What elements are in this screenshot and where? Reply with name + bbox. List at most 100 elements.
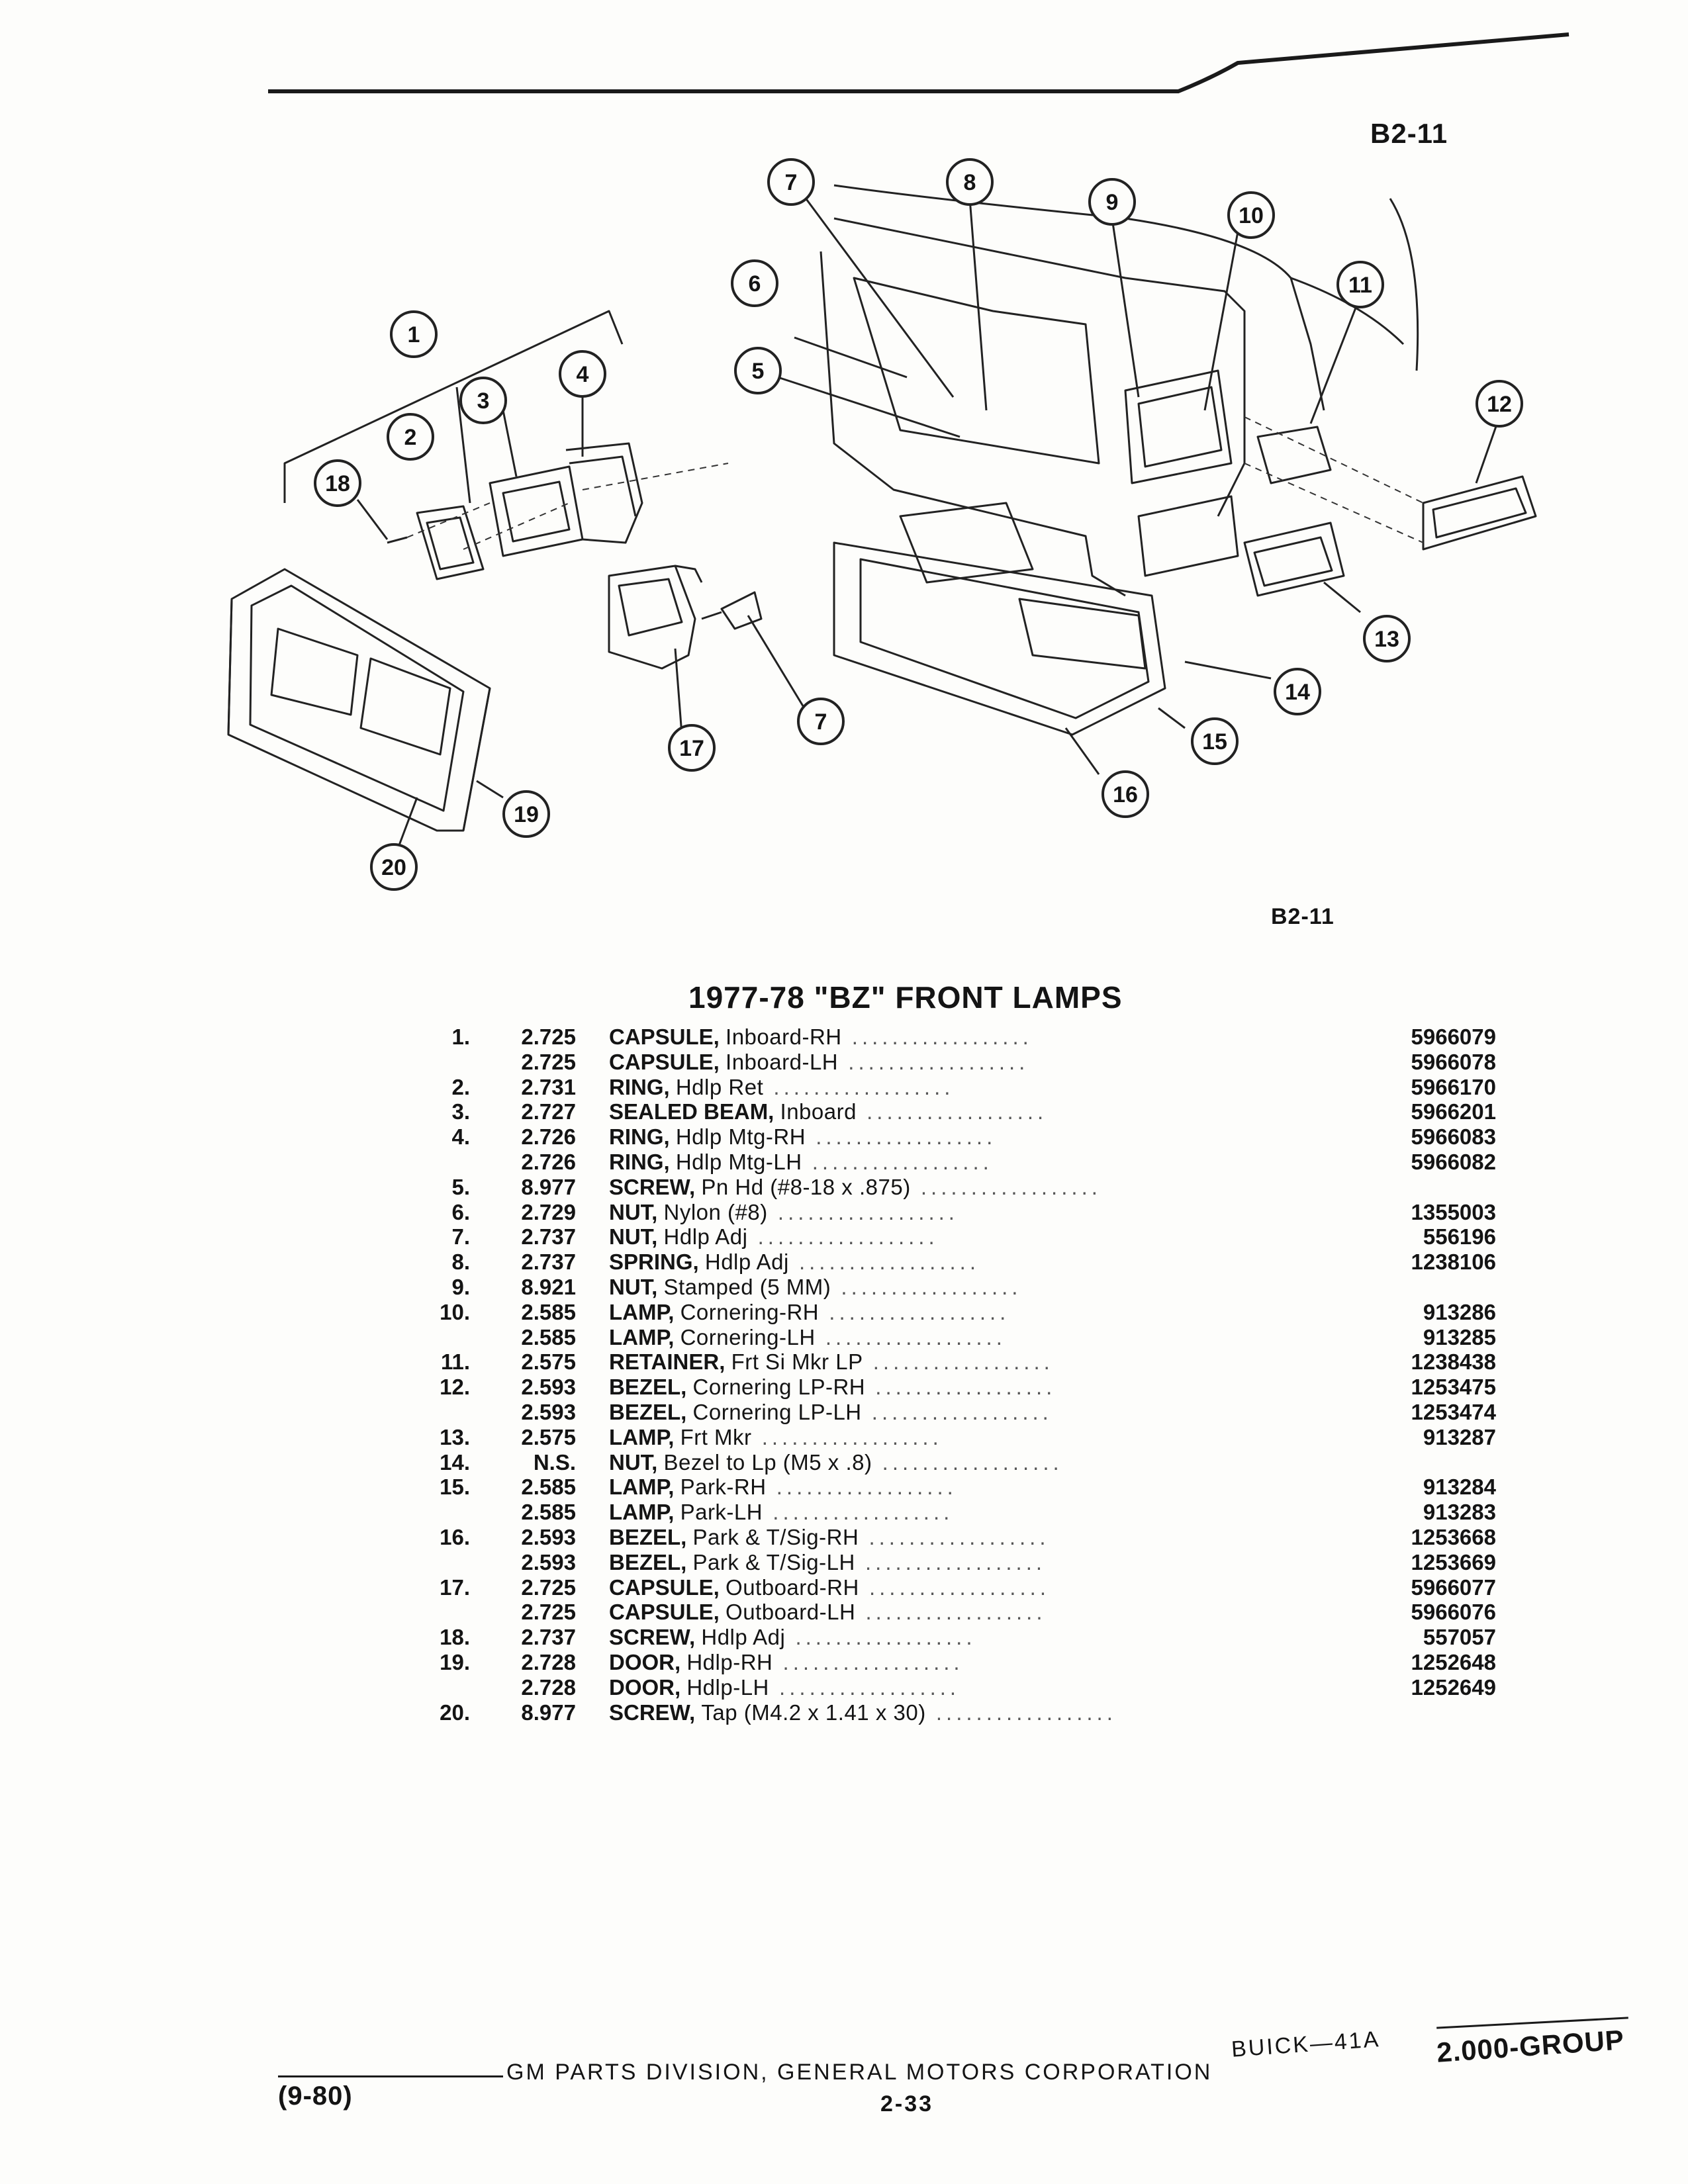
outboard-capsule (608, 565, 703, 670)
headlamp-door (227, 568, 491, 832)
part-detail: Cornering LP-RH (692, 1375, 866, 1400)
callout-number: 16 (1113, 782, 1138, 807)
part-catalog-number: 1253475 (1411, 1375, 1496, 1400)
leader-dots: .................. (859, 1524, 1050, 1549)
part-description: CAPSULE, Inboard-LH .................. (609, 1050, 1029, 1075)
part-group-code: 2.585 (521, 1324, 576, 1349)
part-group-code: 2.737 (521, 1250, 576, 1275)
part-catalog-number: 1238106 (1411, 1250, 1496, 1275)
leader-dots: .................. (767, 1199, 959, 1224)
callout-number: 4 (577, 362, 589, 387)
leader-dots: .................. (788, 1250, 980, 1275)
part-detail: Park-LH (680, 1500, 763, 1525)
part-group-code: 2.728 (521, 1649, 576, 1674)
callout-number: 7 (815, 709, 827, 735)
leader-dots: .................. (861, 1399, 1053, 1424)
leader-dots: .................. (855, 1600, 1047, 1625)
part-number-index: 9. (451, 1274, 470, 1299)
part-detail: Frt Si Mkr LP (731, 1349, 863, 1375)
part-number-index: 12. (440, 1375, 470, 1400)
part-name: NUT, (609, 1274, 658, 1299)
part-name: DOOR, (609, 1674, 681, 1700)
part-group-code: 2.585 (521, 1500, 576, 1525)
part-group-code: 2.725 (521, 1600, 576, 1625)
footer-rule-left (278, 2075, 503, 2077)
part-description: NUT, Bezel to Lp (M5 x .8) .............… (609, 1450, 1063, 1475)
part-group-code: 2.725 (521, 1049, 576, 1074)
part-name: LAMP, (609, 1500, 675, 1525)
part-number-index: 6. (451, 1199, 470, 1224)
part-name: LAMP, (609, 1475, 675, 1500)
part-name: RING, (609, 1074, 670, 1099)
part-group-code: 2.585 (521, 1475, 576, 1500)
part-name: LAMP, (609, 1424, 675, 1449)
part-detail: Hdlp Mtg-LH (675, 1149, 802, 1174)
part-description: SCREW, Pn Hd (#8-18 x .875) ............… (609, 1175, 1102, 1200)
part-name: SPRING, (609, 1250, 699, 1275)
callout-number: 9 (1106, 190, 1119, 215)
section-title: 1977-78 "BZ" FRONT LAMPS (688, 980, 1123, 1015)
callout-markers (314, 158, 1523, 891)
part-number-index: 2. (451, 1074, 470, 1099)
part-catalog-number: 5966170 (1411, 1074, 1496, 1099)
part-description: BEZEL, Cornering LP-RH .................… (609, 1375, 1056, 1400)
callout-number: 1 (408, 322, 420, 347)
front-end-body (820, 184, 1419, 597)
part-description: BEZEL, Cornering LP-LH .................… (609, 1400, 1053, 1425)
leader-dots: .................. (863, 1349, 1054, 1375)
part-description: RING, Hdlp Ret .................. (609, 1075, 954, 1100)
leader-dots: .................. (856, 1099, 1048, 1124)
part-name: CAPSULE, (609, 1574, 720, 1600)
leader-dots: .................. (838, 1049, 1029, 1074)
part-detail: Outboard-RH (726, 1574, 859, 1600)
part-number-index: 5. (451, 1174, 470, 1199)
callout-number: 10 (1239, 203, 1264, 228)
part-name: SCREW, (609, 1174, 696, 1199)
part-row: 2.593 BEZEL, Cornering LP-LH ............… (424, 1399, 1496, 1425)
footer-date: (9-80) (278, 2081, 353, 2111)
part-description: CAPSULE, Outboard-RH .................. (609, 1575, 1050, 1600)
leader-dots: .................. (763, 1500, 954, 1525)
footer-division: GM PARTS DIVISION, GENERAL MOTORS CORPOR… (506, 2060, 1213, 2085)
leader-dots: .................. (766, 1475, 957, 1500)
part-detail: Bezel to Lp (M5 x .8) (663, 1449, 872, 1475)
part-description: DOOR, Hdlp-LH .................. (609, 1675, 960, 1700)
leader-dots: .................. (910, 1174, 1102, 1199)
adjust-screw-18 (387, 536, 408, 544)
part-catalog-number: 1253669 (1411, 1549, 1496, 1574)
part-name: CAPSULE, (609, 1024, 720, 1049)
part-detail: Stamped (5 MM) (663, 1274, 831, 1299)
figure-ref-bottom: B2-11 (1271, 904, 1335, 929)
part-description: NUT, Nylon (#8) .................. (609, 1200, 959, 1225)
callout-number: 6 (749, 271, 761, 296)
part-description: LAMP, Park-RH .................. (609, 1475, 957, 1500)
part-detail: Hdlp Adj (704, 1250, 789, 1275)
part-name: NUT, (609, 1449, 658, 1475)
part-catalog-number: 913284 (1423, 1475, 1496, 1500)
part-group-code: 2.593 (521, 1399, 576, 1424)
part-group-code: 2.575 (521, 1349, 576, 1375)
part-catalog-number: 5966078 (1411, 1049, 1496, 1074)
part-description: NUT, Hdlp Adj .................. (609, 1224, 939, 1250)
part-catalog-number: 1253668 (1411, 1524, 1496, 1549)
part-description: CAPSULE, Inboard-RH .................. (609, 1024, 1033, 1050)
part-row: 14.N.S.NUT, Bezel to Lp (M5 x .8) ......… (424, 1450, 1337, 1475)
part-detail: Hdlp-RH (686, 1649, 773, 1674)
callout-number: 8 (964, 170, 976, 195)
leader-dots: .................. (872, 1449, 1063, 1475)
part-description: CAPSULE, Outboard-LH .................. (609, 1600, 1047, 1625)
part-name: RING, (609, 1149, 670, 1174)
part-name: NUT, (609, 1199, 658, 1224)
leader-dots: .................. (815, 1324, 1006, 1349)
part-group-code: 2.737 (521, 1625, 576, 1650)
part-detail: Inboard (780, 1099, 857, 1124)
part-name: SCREW, (609, 1625, 696, 1650)
part-description: LAMP, Cornering-RH .................. (609, 1300, 1009, 1325)
